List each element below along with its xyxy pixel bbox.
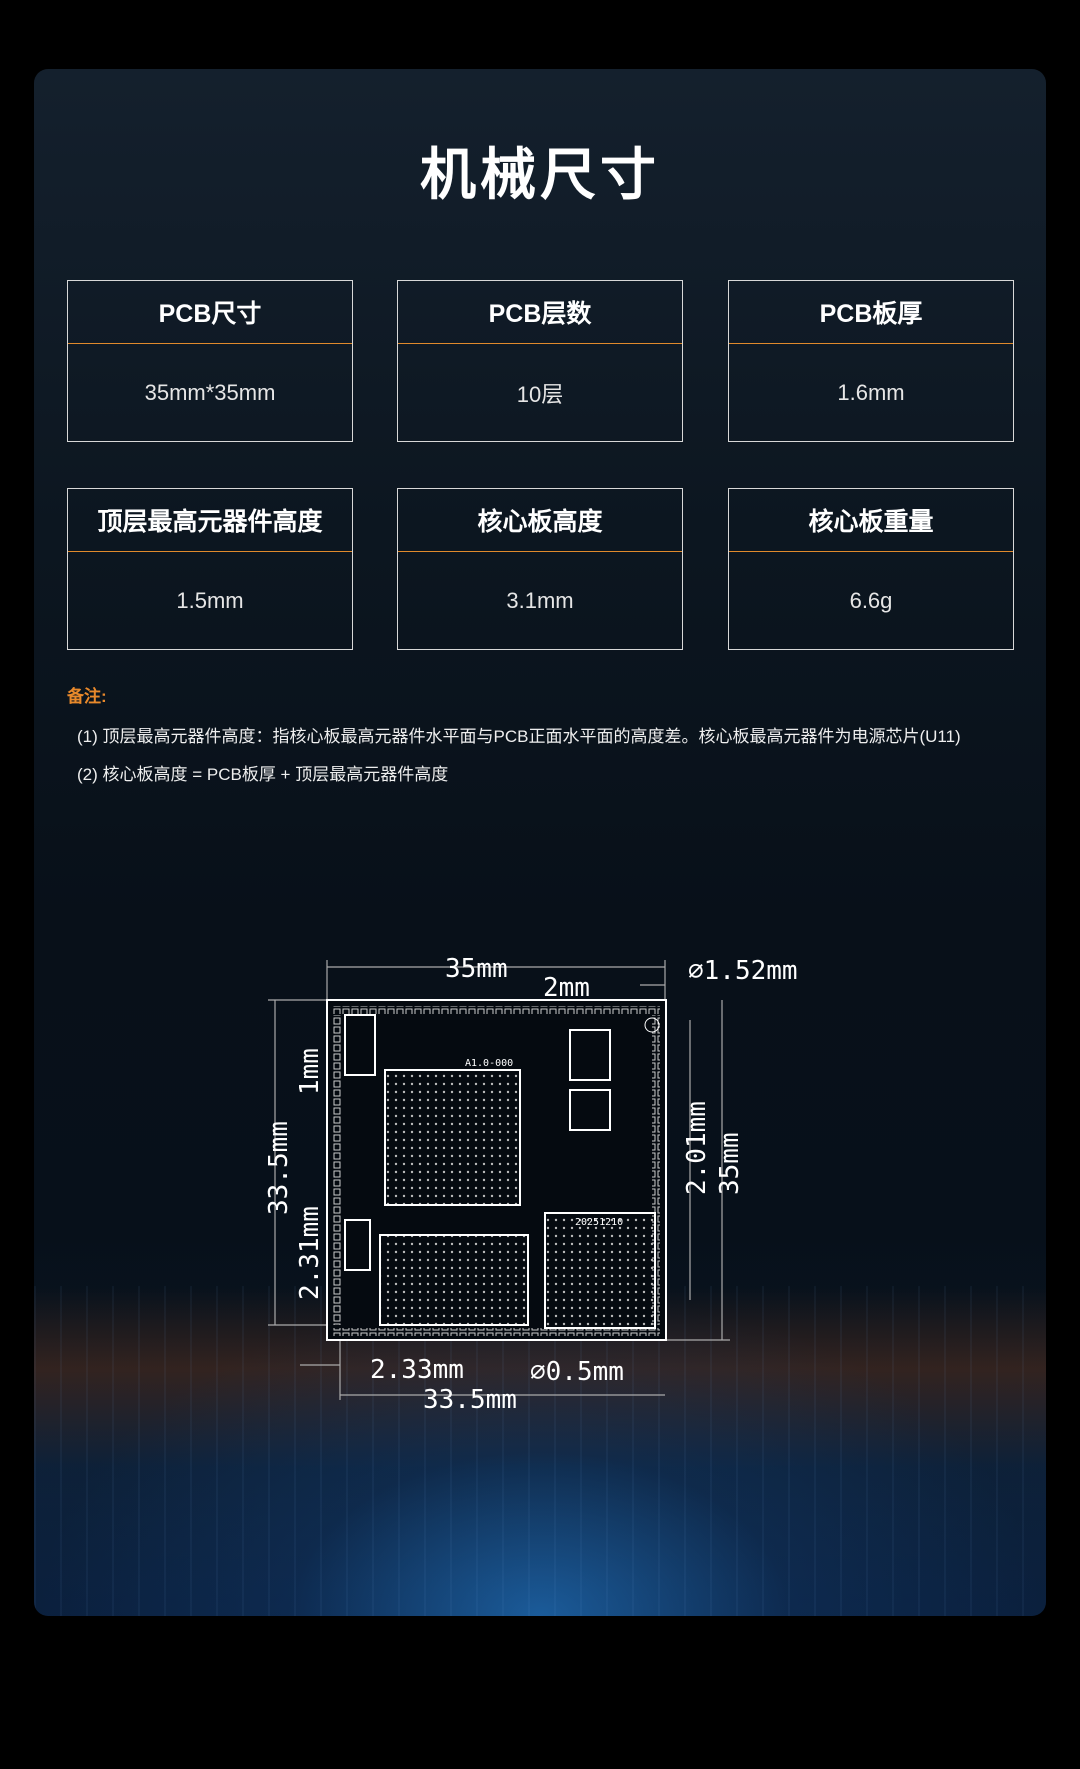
notes-label: 备注: (67, 687, 107, 706)
spec-label: PCB层数 (398, 281, 682, 344)
soc-chip (384, 1069, 521, 1206)
dim-pad-diameter: ∅0.5mm (530, 1357, 624, 1387)
dim-height-right: 35mm (715, 1132, 745, 1195)
spec-card-core-board-height: 核心板高度 3.1mm (397, 488, 683, 650)
spec-value: 35mm*35mm (144, 380, 276, 405)
spec-card-top-component-height: 顶层最高元器件高度 1.5mm (67, 488, 353, 650)
dim-right-201: 2.01mm (682, 1101, 712, 1195)
spec-label: 核心板重量 (729, 489, 1013, 552)
spec-card-pcb-layers: PCB层数 10层 (397, 280, 683, 442)
spec-label: 核心板高度 (398, 489, 682, 552)
dim-left-231: 2.31mm (295, 1206, 325, 1300)
spec-label: PCB板厚 (729, 281, 1013, 344)
dim-hole-diameter: ∅1.52mm (688, 956, 798, 986)
spec-value: 10层 (516, 382, 564, 407)
dim-width-top: 35mm (445, 954, 508, 984)
dim-width-bottom: 33.5mm (423, 1385, 517, 1415)
board-version-label: A1.0-000 (465, 1058, 513, 1069)
spec-card-core-board-weight: 核心板重量 6.6g (728, 488, 1014, 650)
spec-label: PCB尺寸 (68, 281, 352, 344)
chip-date-label: 20251210 (575, 1217, 623, 1228)
spec-value: 1.6mm (837, 380, 905, 405)
emmc-chip (544, 1212, 656, 1329)
spec-value: 1.5mm (176, 588, 244, 613)
note-2: (2) 核心板高度 = PCB板厚 + 顶层最高元器件高度 (77, 765, 449, 784)
spec-card-pcb-thickness: PCB板厚 1.6mm (728, 280, 1014, 442)
dim-height-left: 33.5mm (264, 1121, 294, 1215)
spec-value: 6.6g (849, 588, 893, 613)
dimension-lines (268, 960, 730, 1400)
content-panel (34, 69, 1046, 1616)
page-title: 机械尺寸 (420, 143, 660, 206)
dim-left-1mm: 1mm (295, 1048, 325, 1095)
spec-card-pcb-size: PCB尺寸 35mm*35mm (67, 280, 353, 442)
dim-bottom-offset: 2.33mm (370, 1355, 464, 1385)
spec-value: 3.1mm (506, 588, 574, 613)
note-1: (1) 顶层最高元器件高度：指核心板最高元器件水平面与PCB正面水平面的高度差。… (77, 727, 961, 746)
spec-label: 顶层最高元器件高度 (68, 489, 352, 552)
dim-hole-offset: 2mm (543, 973, 590, 1003)
ddr-chip (379, 1234, 529, 1326)
